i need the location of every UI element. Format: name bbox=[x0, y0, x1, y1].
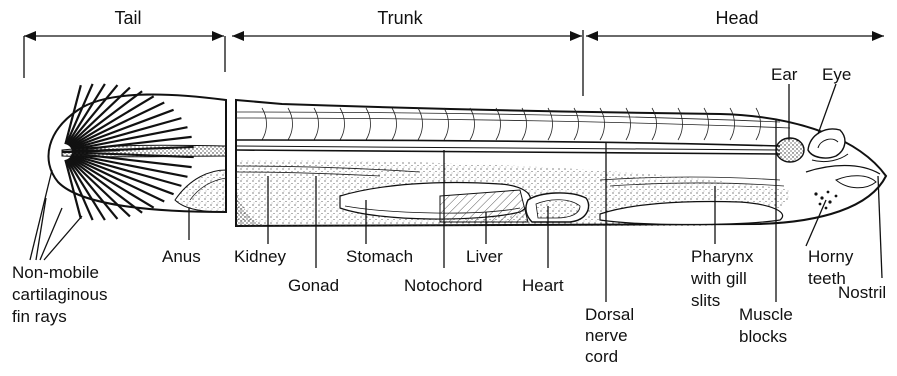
label-dorsal-nerve-cord: Dorsal nerve cord bbox=[585, 305, 639, 366]
section-head-label: Head bbox=[715, 8, 758, 28]
label-heart: Heart bbox=[522, 276, 564, 295]
section-tail-label: Tail bbox=[114, 8, 141, 28]
label-eye: Eye bbox=[822, 65, 851, 84]
label-muscle-blocks: Muscle blocks bbox=[739, 305, 798, 346]
label-pharynx: Pharynx with gill slits bbox=[690, 247, 758, 310]
label-liver: Liver bbox=[466, 247, 503, 266]
section-trunk-label: Trunk bbox=[377, 8, 423, 28]
label-fin-rays: Non-mobile cartilaginous fin rays bbox=[12, 263, 112, 326]
label-ear: Ear bbox=[771, 65, 798, 84]
section-trunk-bracket bbox=[232, 30, 583, 96]
label-horny-teeth: Horny teeth bbox=[808, 247, 858, 288]
section-head-bracket bbox=[586, 31, 884, 41]
label-gonad: Gonad bbox=[288, 276, 339, 295]
label-stomach: Stomach bbox=[346, 247, 413, 266]
label-anus: Anus bbox=[162, 247, 201, 266]
label-notochord: Notochord bbox=[404, 276, 482, 295]
tail-illustration bbox=[48, 84, 226, 220]
section-tail-bracket bbox=[24, 31, 225, 78]
label-kidney: Kidney bbox=[234, 247, 286, 266]
label-nostril: Nostril bbox=[838, 283, 886, 302]
